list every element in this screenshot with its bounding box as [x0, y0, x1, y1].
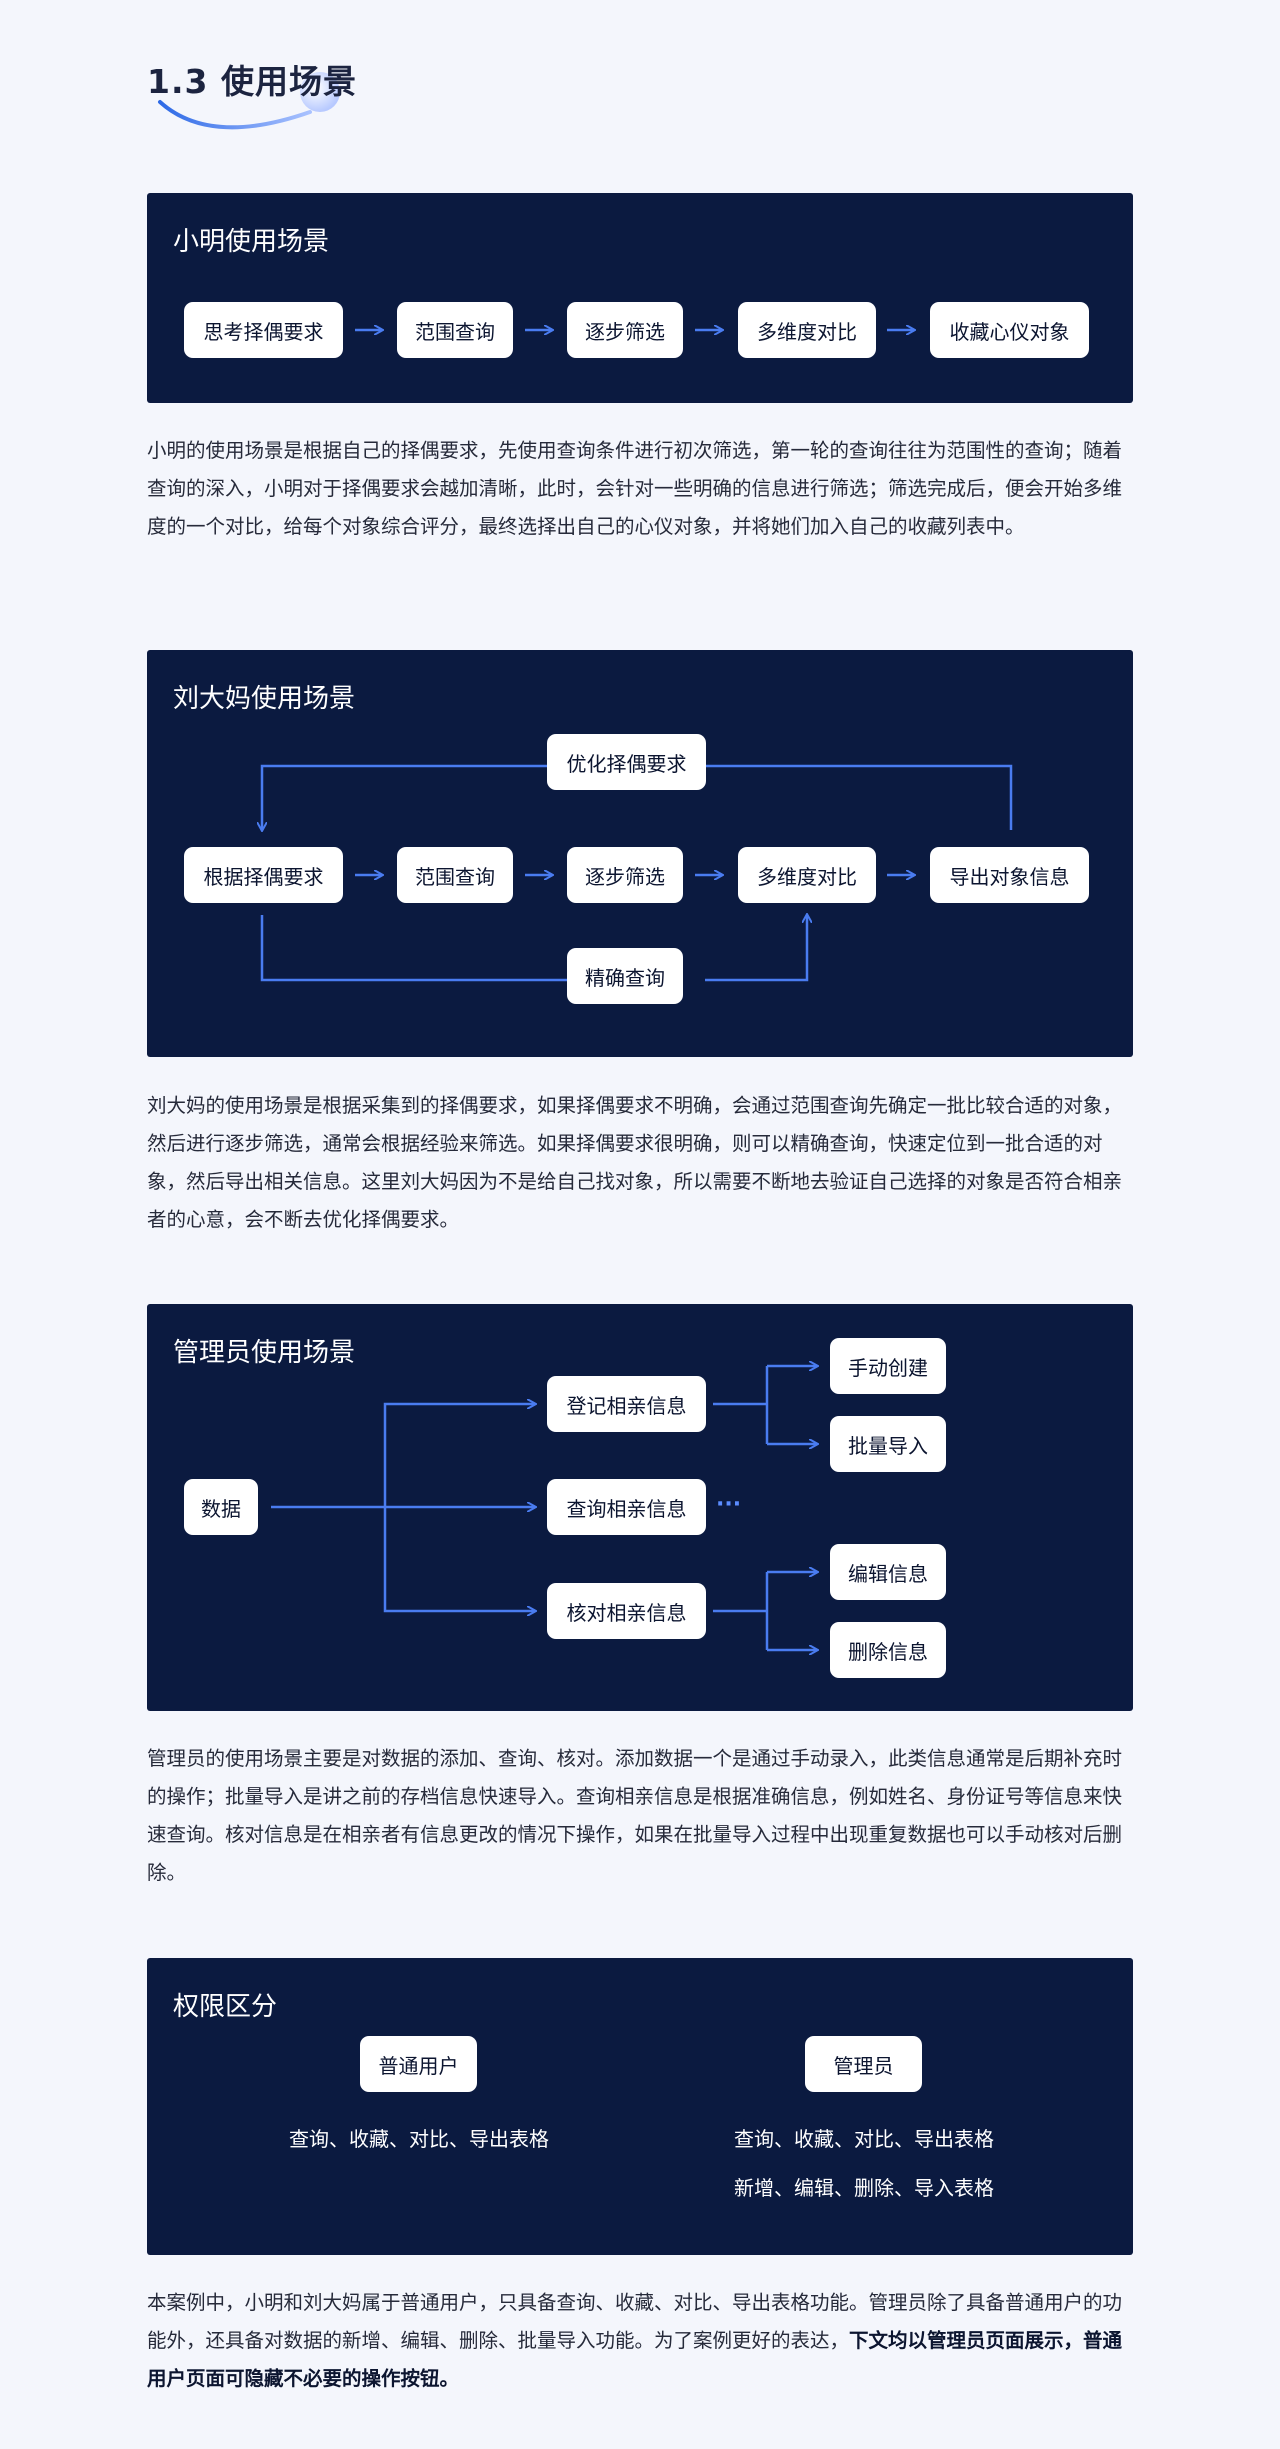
title-swoosh-decoration — [158, 72, 340, 130]
xm-node-favorite: 收藏心仪对象 — [930, 302, 1089, 358]
admin-node-verify: 核对相亲信息 — [547, 1583, 706, 1639]
liu-node-optimize: 优化择偶要求 — [547, 734, 706, 790]
xm-node-range-query: 范围查询 — [397, 302, 513, 358]
admin-branch-down — [383, 1507, 535, 1611]
admin-panel-title: 管理员使用场景 — [173, 1338, 356, 1368]
xiaoming-description: 小明的使用场景是根据自己的择偶要求，先使用查询条件进行初次筛选，第一轮的查询往往… — [147, 439, 1123, 538]
admin-register-fork — [713, 1366, 769, 1444]
perm-user-list: 查询、收藏、对比、导出表格 — [289, 2127, 549, 2151]
liu-panel-title: 刘大妈使用场景 — [173, 684, 356, 714]
admin-branch-up — [383, 1404, 535, 1507]
liu-flow-arrows — [147, 764, 1013, 982]
admin-node-delete: 删除信息 — [830, 1622, 946, 1678]
permission-description-plain: 本案例中，小明和刘大妈属于普通用户，只具备查询、收藏、对比、导出表格功能。管理员… — [147, 2291, 1123, 2352]
permission-panel: 权限区分 普通用户 查询、收藏、对比、导出表格 管理员 查询、收藏、对比、导出表… — [147, 1958, 1133, 2255]
permission-description: 本案例中，小明和刘大妈属于普通用户，只具备查询、收藏、对比、导出表格功能。管理员… — [147, 2284, 1133, 2398]
liu-node-range-query: 范围查询 — [397, 847, 513, 903]
liu-node-precise-query: 精确查询 — [567, 948, 683, 1004]
liu-feedback-loop-top — [262, 764, 1013, 830]
liu-node-multi-compare: 多维度对比 — [738, 847, 876, 903]
liu-node-by-requirements: 根据择偶要求 — [184, 847, 343, 903]
xm-node-multi-compare: 多维度对比 — [738, 302, 876, 358]
xiaoming-flow-arrows — [355, 193, 1133, 403]
liu-description: 刘大妈的使用场景是根据采集到的择偶要求，如果择偶要求不明确，会通过范围查询先确定… — [147, 1094, 1123, 1231]
admin-verify-fork — [713, 1572, 769, 1650]
admin-flow-arrows — [271, 1304, 1133, 1711]
xm-node-think-requirements: 思考择偶要求 — [184, 302, 343, 358]
admin-node-manual-create: 手动创建 — [830, 1338, 946, 1394]
xm-node-step-filter: 逐步筛选 — [567, 302, 683, 358]
liu-scenario-panel: 刘大妈使用场景 优化择偶要求 根据择偶要求 范围查询 逐步筛选 多维度对比 导出… — [147, 650, 1133, 1057]
perm-user-label: 普通用户 — [360, 2036, 477, 2092]
admin-node-edit: 编辑信息 — [830, 1544, 946, 1600]
permission-description-bold: 下文均以管理员页面展示，普通用户页面可隐藏不必要的操作按钮。 — [147, 2329, 1123, 2390]
section-title: 1.3 使用场景 — [147, 62, 357, 101]
admin-node-batch-import: 批量导入 — [830, 1416, 946, 1472]
admin-query-ellipsis: ··· — [716, 1492, 742, 1517]
admin-node-register: 登记相亲信息 — [547, 1376, 706, 1432]
xiaoming-scenario-panel: 小明使用场景 思考择偶要求 范围查询 逐步筛选 多维度对比 收藏心仪对象 — [147, 193, 1133, 403]
admin-node-query: 查询相亲信息 — [547, 1479, 706, 1535]
admin-node-data: 数据 — [184, 1479, 258, 1535]
permission-panel-title: 权限区分 — [173, 1992, 278, 2022]
perm-admin-label: 管理员 — [805, 2036, 922, 2092]
perm-admin-list-1: 查询、收藏、对比、导出表格 — [734, 2127, 994, 2151]
liu-node-export: 导出对象信息 — [930, 847, 1089, 903]
xiaoming-panel-title: 小明使用场景 — [173, 227, 330, 257]
liu-node-step-filter: 逐步筛选 — [567, 847, 683, 903]
admin-description: 管理员的使用场景主要是对数据的添加、查询、核对。添加数据一个是通过手动录入，此类… — [147, 1747, 1123, 1884]
perm-admin-list-2: 新增、编辑、删除、导入表格 — [734, 2176, 994, 2200]
admin-scenario-panel: 管理员使用场景 数据 登记相亲信息 查询相亲信息 ··· 核对相亲信息 手动创建… — [147, 1304, 1133, 1711]
liu-precise-path-bottom — [260, 915, 807, 982]
